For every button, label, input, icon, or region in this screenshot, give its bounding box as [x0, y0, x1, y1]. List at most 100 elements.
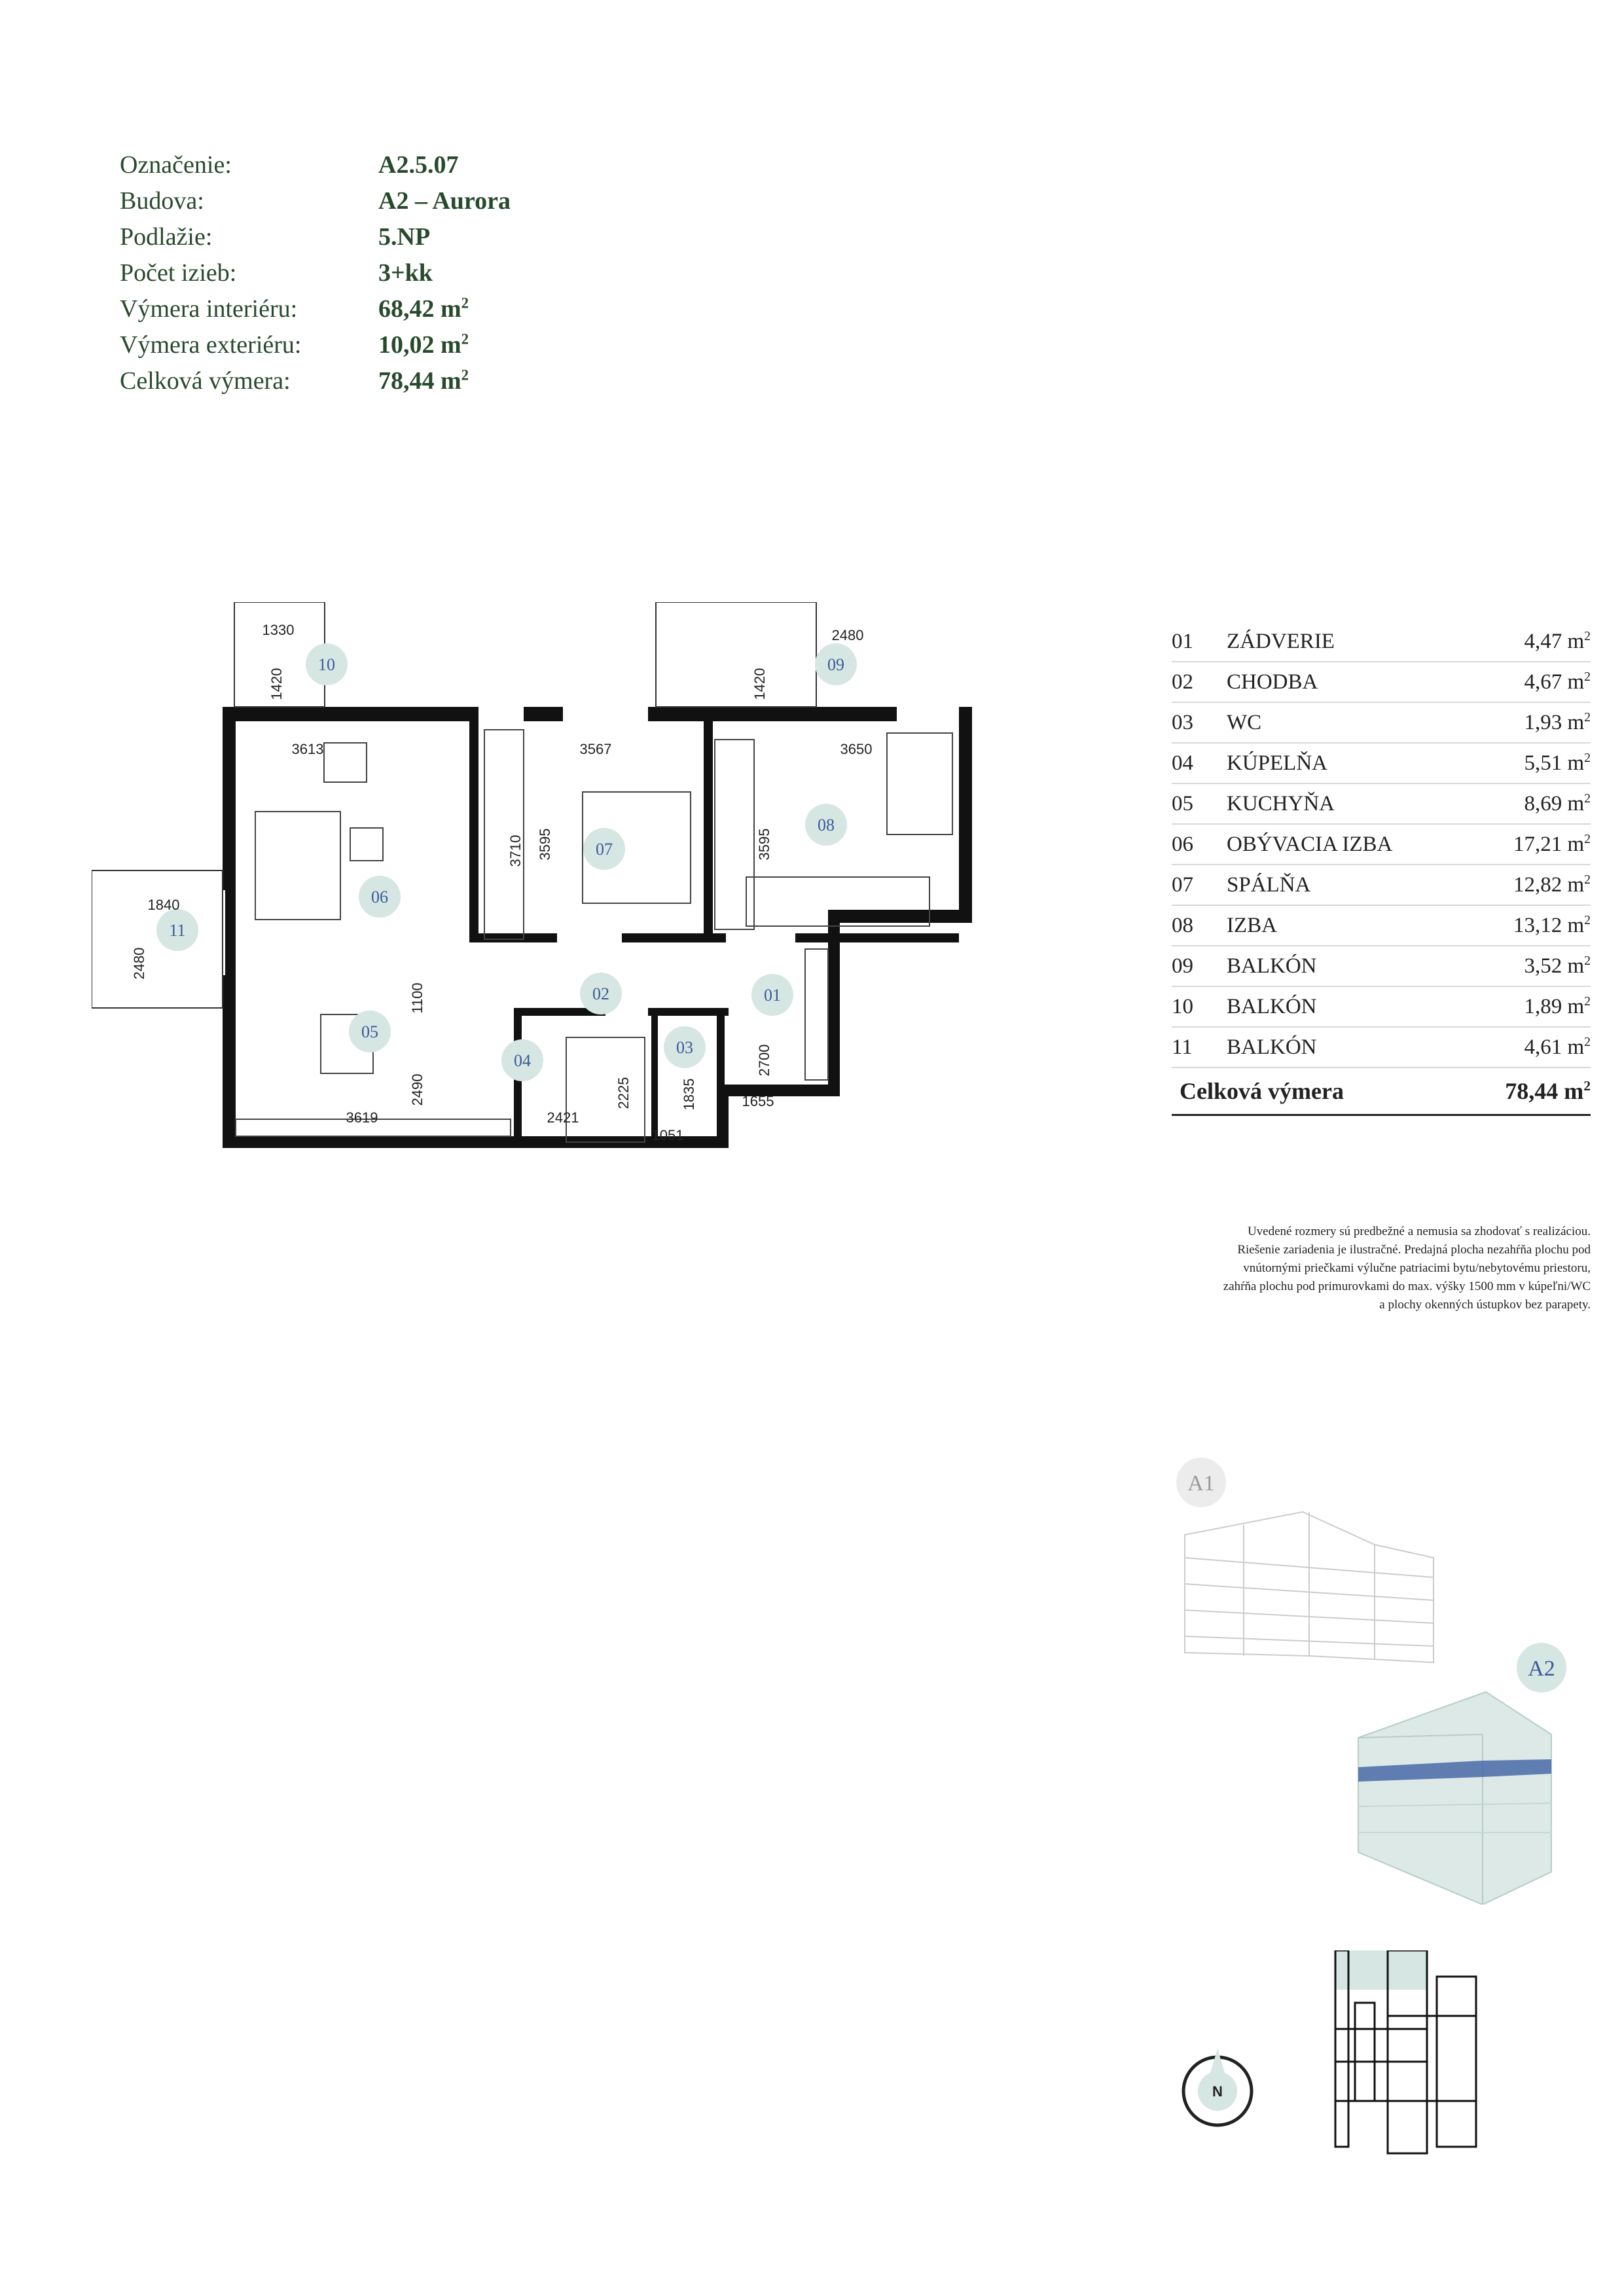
- unit-sup: 2: [1584, 669, 1591, 684]
- disclaimer-line: Riešenie zariadenia je ilustračné. Preda…: [1237, 1243, 1591, 1257]
- room-area: 5,51 m2: [1492, 751, 1591, 776]
- room-name: ZÁDVERIE: [1227, 629, 1335, 653]
- total-value-text: 78,44 m: [378, 367, 461, 395]
- dimension-label: 3650: [840, 741, 873, 757]
- total-label: Celková výmera:: [120, 367, 291, 395]
- unit-sup: 2: [1583, 1078, 1591, 1094]
- interior-value: 68,42 m2: [378, 295, 469, 323]
- room-area: 12,82 m2: [1492, 873, 1591, 897]
- room-badge: [349, 1011, 391, 1052]
- armchair: [323, 742, 367, 783]
- room-row: 01 ZÁDVERIE 4,47 m2: [1172, 622, 1591, 662]
- unit-sup: 2: [1584, 953, 1591, 968]
- dimension-label: 3595: [756, 829, 772, 861]
- info-interior: Výmera interiéru: 68,42 m2: [120, 295, 511, 331]
- room-badge-label: 02: [592, 984, 609, 1003]
- room-area: 4,47 m2: [1492, 630, 1591, 654]
- a2-badge: [1517, 1643, 1566, 1693]
- room-badge-label: 07: [596, 840, 613, 859]
- unit-sup: 2: [461, 367, 469, 384]
- dimension-label: 1420: [751, 668, 768, 700]
- room-area: 1,93 m2: [1492, 711, 1591, 735]
- room-number: 01: [1172, 629, 1193, 653]
- dimension-label: 2490: [409, 1074, 425, 1106]
- wall: [651, 1008, 658, 1139]
- dimension-label: 1840: [148, 897, 180, 913]
- room-area-text: 3,52 m: [1524, 954, 1585, 978]
- unit-sup: 2: [1584, 1034, 1591, 1049]
- room-number: 11: [1172, 1035, 1193, 1059]
- sofa: [255, 811, 341, 920]
- floor-label: Podlažie:: [120, 223, 213, 251]
- dimension-label: 2421: [547, 1109, 579, 1126]
- north-label: N: [1212, 2083, 1223, 2100]
- kitchen-counter: [235, 1119, 511, 1137]
- room-area-text: 12,82 m: [1513, 872, 1585, 897]
- room-name: CHODBA: [1227, 670, 1318, 694]
- building-label: Budova:: [120, 187, 204, 215]
- a1-badge: [1176, 1458, 1226, 1507]
- room-badge-label: 08: [818, 816, 835, 834]
- room-badge: [583, 828, 625, 870]
- room-area: 17,21 m2: [1492, 833, 1591, 857]
- interior-label: Výmera interiéru:: [120, 295, 298, 323]
- rooms-value: 3+kk: [378, 259, 433, 287]
- balcony-11: [92, 870, 223, 1009]
- single-bed: [746, 876, 930, 927]
- a1-building: [1184, 1511, 1434, 1664]
- room-badge-label: 06: [371, 888, 388, 906]
- room-name: WC: [1227, 710, 1262, 734]
- wall: [717, 1085, 840, 1096]
- room-badge: [501, 1039, 543, 1081]
- unit-sup: 2: [461, 331, 469, 348]
- room-badge-label: 05: [361, 1022, 378, 1041]
- wardrobe: [484, 729, 524, 940]
- room-badge-label: 03: [676, 1038, 693, 1057]
- dimension-label: 2225: [615, 1077, 632, 1109]
- room-badge: [805, 804, 847, 846]
- unit-sup: 2: [1584, 831, 1591, 846]
- double-bed: [582, 791, 691, 904]
- room-name: OBÝVACIA IZBA: [1227, 832, 1393, 856]
- info-designation: Označenie: A2.5.07: [120, 151, 511, 187]
- room-area-text: 5,51 m: [1524, 751, 1585, 775]
- unit-sup: 2: [461, 295, 469, 312]
- room-number: 05: [1172, 791, 1193, 816]
- info-total: Celková výmera: 78,44 m2: [120, 367, 511, 403]
- room-number: 09: [1172, 954, 1193, 978]
- apartment-info: Označenie: A2.5.07 Budova: A2 – Aurora P…: [120, 151, 511, 403]
- dimension-label: 1100: [409, 982, 425, 1013]
- wardrobe: [714, 739, 755, 930]
- building-value: A2 – Aurora: [378, 187, 511, 215]
- dimension-label: 3619: [346, 1109, 378, 1126]
- dimension-label: 3567: [580, 741, 612, 757]
- a2-label: A2: [1528, 1657, 1555, 1681]
- dimension-label: 1051: [652, 1127, 684, 1143]
- floor-value: 5.NP: [378, 223, 431, 251]
- building-illustration: A1 A2: [1176, 1458, 1566, 1905]
- wall: [648, 1008, 729, 1016]
- room-name: BALKÓN: [1227, 994, 1317, 1018]
- total-area: 78,44 m2: [1492, 1077, 1591, 1105]
- dimension-label: 1420: [268, 668, 285, 700]
- exterior-value-text: 10,02 m: [378, 331, 461, 359]
- dimension-label: 3595: [537, 829, 553, 861]
- room-area-text: 1,89 m: [1524, 994, 1585, 1018]
- room-badge: [359, 876, 401, 918]
- wall: [478, 933, 557, 942]
- unit-sup: 2: [1584, 709, 1591, 725]
- room-area-text: 17,21 m: [1513, 832, 1585, 856]
- room-name: IZBA: [1227, 913, 1277, 937]
- disclaimer-line: a plochy okenných ústupkov bez parapety.: [1379, 1298, 1591, 1312]
- unit-sup: 2: [1584, 872, 1591, 887]
